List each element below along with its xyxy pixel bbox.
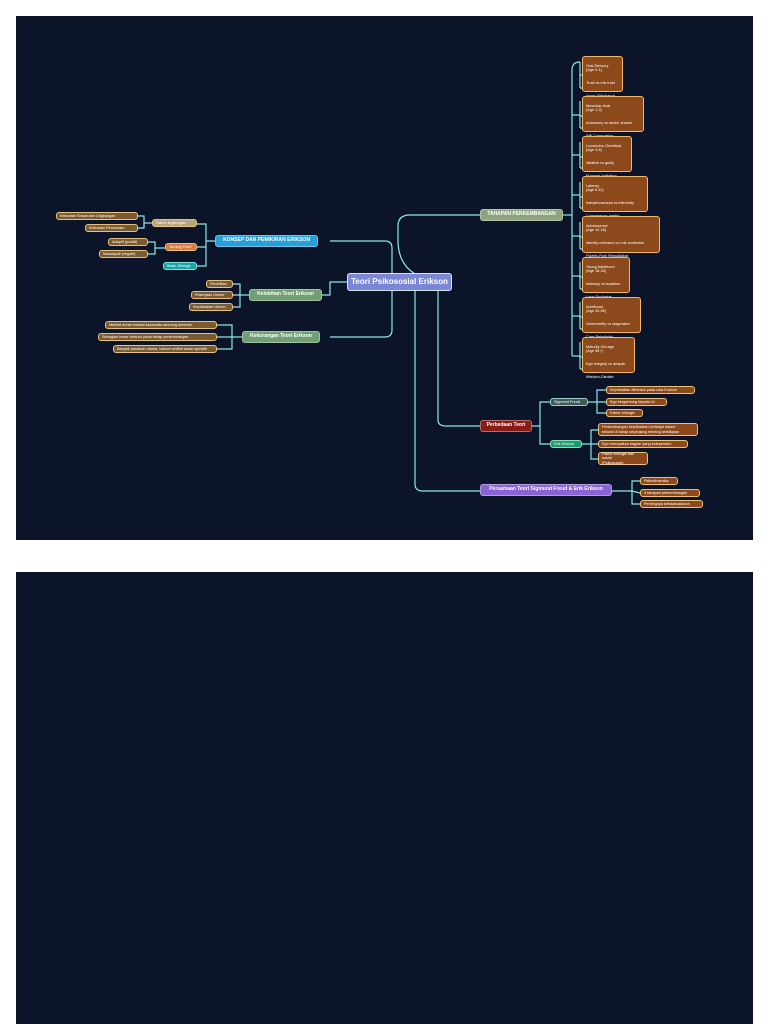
stage-title: Maturity Old age (Age 55+) xyxy=(586,344,614,354)
turning-point-node[interactable]: Turning Point xyxy=(165,243,197,251)
blank-canvas xyxy=(16,572,753,1024)
center-topic[interactable]: Teori Psikososial Erikson xyxy=(347,273,452,291)
stage-card[interactable]: Young Adulthood (Age 18-25) Intimacy vs … xyxy=(582,257,630,299)
stage-conflict: Industriousness vs inferiority xyxy=(586,201,634,206)
kekurangan-node[interactable]: Kekurangan Teori Erikson xyxy=(242,331,320,343)
kelebihan-item[interactable]: Penelitian xyxy=(206,280,233,288)
kelebihan-node[interactable]: Kelebihan Teori Erikson xyxy=(249,289,322,301)
stage-virtue: Fidelity-Role Repudiation xyxy=(586,254,656,259)
perbedaan-node[interactable]: Perbedaan Teori xyxy=(480,420,532,432)
stage-conflict: Trust vs mis trust xyxy=(586,81,615,86)
faktor-lingkungan-node[interactable]: Faktor lingkungan xyxy=(152,219,197,227)
tahapan-node[interactable]: TAHAPAN PERKEMBANGAN xyxy=(480,209,563,221)
basic-strenge-node[interactable]: Basic Strenge xyxy=(163,262,197,270)
konsep-node[interactable]: KONSEP DAN PEMIKIRAN ERIKSON xyxy=(215,235,318,247)
turning-item[interactable]: Maladaptif (negatif) xyxy=(99,250,148,258)
erikson-node[interactable]: Erik Erikson xyxy=(550,440,582,448)
stage-conflict: Identity cohesion vs role confusion xyxy=(586,241,645,246)
stage-card[interactable]: Locomotor-Genetical (Age 3-5) Iditative … xyxy=(582,136,632,178)
faktor-item[interactable]: Kekuatan Pemersatu xyxy=(85,224,138,232)
stage-conflict: Iditative vs guilty xyxy=(586,161,614,166)
stage-title: Oral-Sensory (Age 0-1) xyxy=(586,63,609,73)
kekurangan-item[interactable]: Sebagian besar tertulus pada tahap perke… xyxy=(98,333,217,341)
stage-title: Latency (Age 6-11) xyxy=(586,183,604,193)
stage-title: Adolescence (Age 12-18) xyxy=(586,223,608,233)
stage-conflict: Generativity vs stagnation xyxy=(586,322,630,327)
stage-card[interactable]: Oral-Sensory (Age 0-1) Trust vs mis trus… xyxy=(582,56,623,98)
stage-card[interactable]: Muscular-Anal (Age 1-3) Autonomy vs doub… xyxy=(582,96,644,138)
persamaan-item[interactable]: Pentingnya ketidaksadaran xyxy=(640,500,703,508)
persamaan-item[interactable]: 4 tahapan perkembangan xyxy=(640,489,700,497)
stage-title: Young Adulthood (Age 18-25) xyxy=(586,264,615,274)
kelebihan-item[interactable]: Kepribadian Umum xyxy=(189,303,233,311)
faktor-item[interactable]: Kekuatan Sosial dan Lingkungan xyxy=(56,212,138,220)
kekurangan-item[interactable]: Melihat dunia melalui kacamata seorang s… xyxy=(105,321,217,329)
stage-title: Locomotor-Genetical (Age 3-5) xyxy=(586,143,622,153)
erikson-item[interactable]: Ego merupakan bagian yang independen xyxy=(598,440,688,448)
persamaan-node[interactable]: Persamaan Teori Sigmund Freud & Erik Eri… xyxy=(480,484,612,496)
stage-title: Muscular-Anal (Age 1-3) xyxy=(586,103,611,113)
erikson-item[interactable]: Faktor biologis dan sosial (Psikososial) xyxy=(598,452,648,465)
kelebihan-item[interactable]: Pekerjaan Umum xyxy=(191,291,233,299)
kekurangan-item[interactable]: Banyak panduan utama, namun sedikit sara… xyxy=(113,345,217,353)
stage-conflict: Ego integrity vs despair xyxy=(586,362,626,367)
stage-card[interactable]: Latency (Age 6-11) Industriousness vs in… xyxy=(582,176,648,218)
erikson-item[interactable]: Perkembangan kepribadian berlanjut dalam… xyxy=(598,423,698,436)
turning-item[interactable]: Adaptif (positif) xyxy=(108,238,148,246)
freud-item[interactable]: Ego bergantung kepada id xyxy=(606,398,667,406)
stage-card[interactable]: Adolescence (Age 12-18) Identity cohesio… xyxy=(582,216,660,258)
persamaan-item[interactable]: Psikodinamika xyxy=(640,477,678,485)
stage-conflict: Autonomy vs doubt, shame xyxy=(586,121,633,126)
stage-card[interactable]: Maturity Old age (Age 55+) Ego integrity… xyxy=(582,337,635,379)
stage-conflict: Intimacy vs isolation xyxy=(586,282,620,287)
freud-node[interactable]: Sigmund Freud xyxy=(550,398,588,406)
stage-card[interactable]: Adulthood (Age 25-55) Generativity vs st… xyxy=(582,297,641,339)
freud-item[interactable]: Faktor biologis xyxy=(606,409,643,417)
stage-title: Adulthood (Age 25-55) xyxy=(586,304,607,314)
stage-virtue: Wisdom-Disdain xyxy=(586,375,614,380)
freud-item[interactable]: Kepribadian dibentuk pada usia 5 tahun xyxy=(606,386,695,394)
